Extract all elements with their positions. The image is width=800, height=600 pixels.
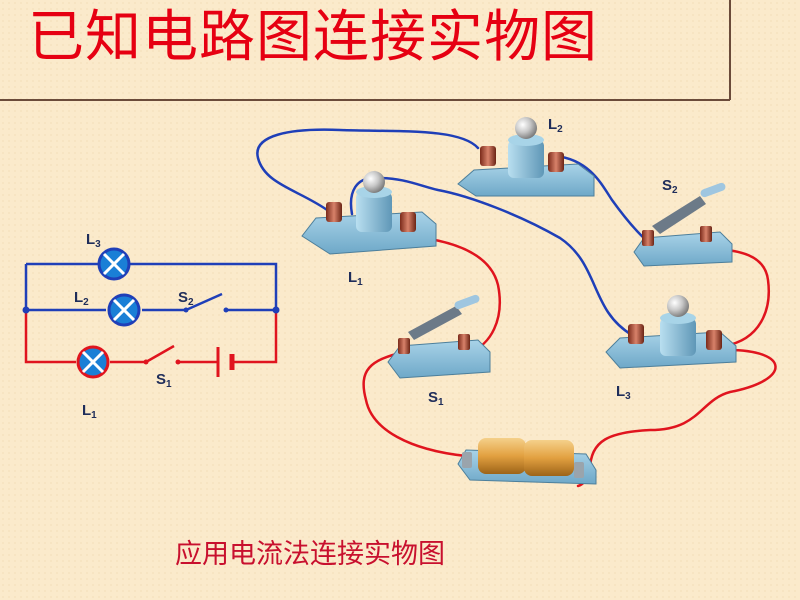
title-underline xyxy=(0,99,730,101)
title-side-rule xyxy=(729,0,731,100)
switch-S2-contact xyxy=(183,307,189,313)
schematic-wire-L3-branch xyxy=(26,262,278,310)
switch-S2-board xyxy=(633,182,733,267)
physical-label-L2: L2 xyxy=(548,116,563,135)
physical-label-S2: S2 xyxy=(662,177,678,196)
switch-S2-contact xyxy=(223,307,229,313)
wire-blue-L1-L2 xyxy=(256,128,480,214)
lamp-L3-symbol xyxy=(97,247,131,281)
switch-handle xyxy=(700,182,726,198)
terminal-screw xyxy=(628,324,644,344)
switch-S1-blade xyxy=(145,344,175,364)
lamp-L3-board xyxy=(605,295,737,369)
terminal-screw xyxy=(642,230,654,246)
schematic-label-L1: L1 xyxy=(82,402,97,421)
terminal-screw xyxy=(706,330,722,350)
physical-label-L1: L1 xyxy=(348,269,363,288)
switch-handle xyxy=(454,294,480,310)
schematic-label-L3: L3 xyxy=(86,231,101,250)
wire-red-S2-L3 xyxy=(706,246,770,348)
schematic-label-S1: S1 xyxy=(156,371,172,390)
wire-red-S1-battery xyxy=(362,350,468,458)
schematic-label-L2: L2 xyxy=(74,289,89,308)
junction-dot-left xyxy=(22,306,30,314)
schematic-wire-main-right xyxy=(178,310,278,364)
battery-terminal xyxy=(462,452,472,468)
slide-title: 已知电路图连接实物图 xyxy=(28,5,598,70)
junction-dot-right xyxy=(272,306,280,314)
wire-blue-L1-L3 xyxy=(349,176,634,337)
physical-label-S1: S1 xyxy=(428,389,444,408)
battery-cell xyxy=(478,438,526,474)
bulb-icon xyxy=(363,171,385,193)
slide-subtitle: 应用电流法连接实物图 xyxy=(175,539,445,570)
knife-switch-blade xyxy=(408,306,462,340)
battery-cell xyxy=(524,440,574,476)
lamp-L2-board xyxy=(457,117,595,197)
terminal-screw xyxy=(398,338,410,354)
battery-holder xyxy=(457,438,597,485)
switch-S1-contact xyxy=(175,359,181,365)
switch-S2-blade xyxy=(185,292,223,312)
terminal-screw xyxy=(326,202,342,222)
terminal-screw xyxy=(480,146,496,166)
circuit-schematic: L3 L2 S2 S1 L1 xyxy=(22,231,280,421)
schematic-wire-main-left xyxy=(24,310,146,364)
knife-switch-blade xyxy=(652,196,706,234)
terminal-screw xyxy=(700,226,712,242)
battery-terminal xyxy=(574,462,584,478)
bulb-icon xyxy=(515,117,537,139)
lamp-L1-board xyxy=(301,171,437,255)
wire-red-L1-S1 xyxy=(406,234,501,354)
lamp-L2-symbol xyxy=(107,293,141,327)
terminal-screw xyxy=(548,152,564,172)
wire-blue-L2-S2 xyxy=(554,154,648,242)
schematic-label-S2: S2 xyxy=(178,289,194,308)
lamp-L1-symbol xyxy=(76,345,110,379)
terminal-screw xyxy=(400,212,416,232)
terminal-screw xyxy=(458,334,470,350)
switch-S1-board xyxy=(387,294,491,379)
wire-red-L3-battery xyxy=(576,348,777,488)
physical-label-L3: L3 xyxy=(616,383,631,402)
bulb-icon xyxy=(667,295,689,317)
switch-S1-contact xyxy=(143,359,149,365)
